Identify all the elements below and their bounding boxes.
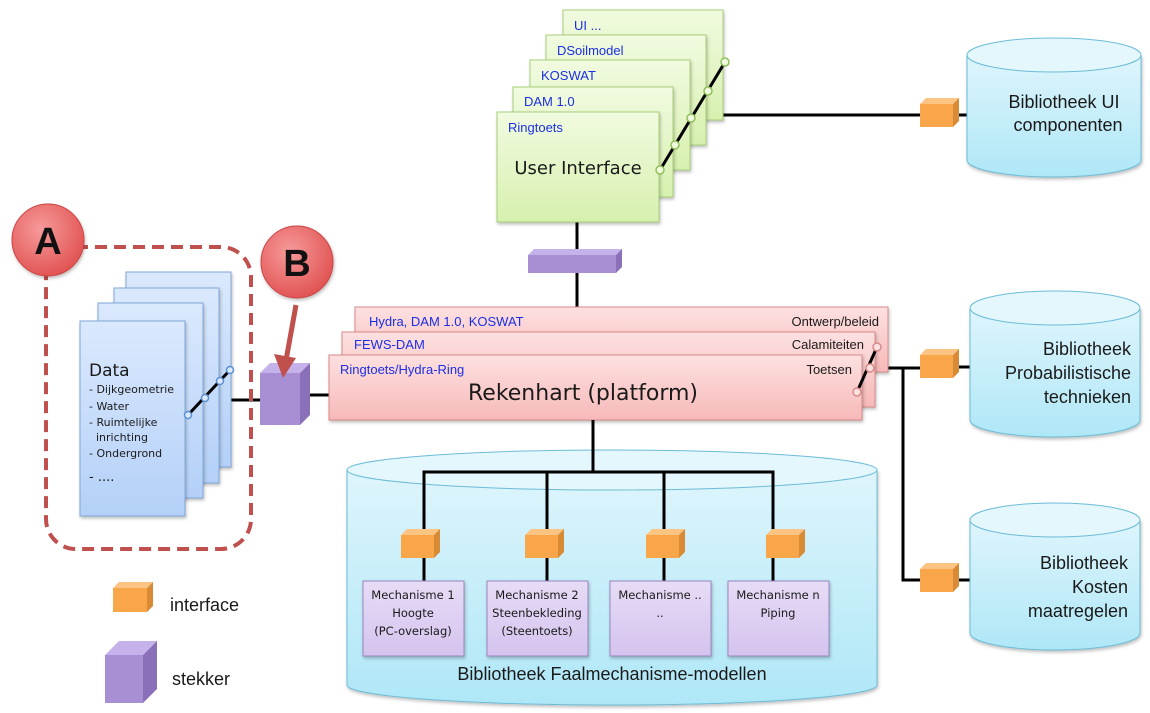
data-item: inrichting <box>96 431 148 444</box>
data-connector-dots <box>183 365 235 420</box>
rekenhart-layer-1-right: Toetsen <box>806 362 852 377</box>
rekenhart-stack: Hydra, DAM 1.0, KOSWAT Ontwerp/beleid FE… <box>328 306 889 421</box>
mechanism-3-line: Mechanisme .. <box>618 588 701 602</box>
data-item: - Water <box>89 400 129 413</box>
interface-icon[interactable] <box>766 529 805 558</box>
region-a-dashed-outline <box>44 245 253 551</box>
rekenhart-layer-3-left: Hydra, DAM 1.0, KOSWAT <box>369 314 524 329</box>
data-item: - Ondergrond <box>89 447 162 460</box>
ui-layer-4-label: DSoilmodel <box>557 43 624 58</box>
legend-interface-label: interface <box>170 595 239 615</box>
mechanism-2-line: Steenbekleding <box>492 606 582 620</box>
interface-icon[interactable] <box>525 529 564 558</box>
b-arrow-head <box>274 354 296 378</box>
interface-icon[interactable] <box>920 98 959 127</box>
prob-library-label: Bibliotheek <box>1043 339 1132 359</box>
mechanism-1-line: Mechanisme 1 <box>371 588 454 602</box>
interface-icon[interactable] <box>920 349 959 378</box>
ui-layer-1-label: Ringtoets <box>508 120 563 135</box>
interface-cubes <box>401 98 959 592</box>
mechanism-1-line: (PC-overslag) <box>374 624 451 638</box>
legend-stekker-label: stekker <box>172 669 230 689</box>
legend-interface-icon <box>113 582 153 612</box>
interface-icon[interactable] <box>401 529 440 558</box>
ui-library-cylinder[interactable]: Bibliotheek UI componenten <box>966 37 1142 178</box>
data-item: - Ruimtelijke <box>89 416 158 429</box>
kosten-library-cylinder[interactable]: Bibliotheek Kosten maatregelen <box>969 502 1141 651</box>
mechanism-1[interactable] <box>362 580 465 657</box>
faal-library-label: Bibliotheek Faalmechanisme-modellen <box>457 664 766 684</box>
rekenhart-title: Rekenhart (platform) <box>468 381 698 406</box>
faal-bus-overlay <box>422 420 775 582</box>
mechanism-2-line: Mechanisme 2 <box>495 588 578 602</box>
ui-connector-dots <box>655 57 730 175</box>
rekenhart-layer-1[interactable] <box>328 354 863 421</box>
mechanism-3[interactable] <box>609 580 712 657</box>
mechanism-3-line: .. <box>656 606 663 620</box>
mechanism-4-line: Piping <box>761 606 796 620</box>
prob-library-label: Probabilistische <box>1005 363 1131 383</box>
legend: interface stekker <box>105 582 239 703</box>
mechanism-boxes: Mechanisme 1 Hoogte (PC-overslag) Mechan… <box>362 580 830 657</box>
ui-library-label: Bibliotheek UI <box>1008 92 1119 112</box>
b-arrow-line <box>282 304 299 367</box>
mechanism-4-line: Mechanisme n <box>736 588 819 602</box>
ui-layer-5-label: UI ... <box>574 18 601 33</box>
marker-b-label: B <box>283 243 310 285</box>
ui-title: User Interface <box>514 158 641 179</box>
rekenhart-layer-3-right: Ontwerp/beleid <box>792 314 879 329</box>
kosten-library-label: maatregelen <box>1028 601 1128 621</box>
mechanism-1-line: Hoogte <box>392 606 434 620</box>
interface-icon[interactable] <box>920 563 959 592</box>
interface-icon[interactable] <box>646 529 685 558</box>
ui-layer-3-label: KOSWAT <box>541 68 596 83</box>
data-item: - Dijkgeometrie <box>89 383 174 396</box>
marker-a[interactable]: A <box>11 203 85 277</box>
mechanism-4[interactable] <box>727 580 830 657</box>
marker-a-label: A <box>34 221 61 263</box>
prob-library-cylinder[interactable]: Bibliotheek Probabilistische technieken <box>969 290 1141 438</box>
data-layer-1[interactable] <box>79 320 186 517</box>
rekenhart-to-kosten-line <box>901 368 935 582</box>
kosten-library-label: Bibliotheek <box>1040 553 1129 573</box>
rekenhart-connector-dots <box>852 342 882 397</box>
data-stack: Data - Dijkgeometrie - Water - Ruimtelij… <box>79 271 235 517</box>
kosten-library-label: Kosten <box>1072 577 1128 597</box>
prob-library-label: technieken <box>1044 387 1131 407</box>
data-title: Data <box>89 361 130 381</box>
data-diagonal-connector <box>186 368 232 417</box>
rekenhart-layer-2-left: FEWS-DAM <box>354 337 425 352</box>
mechanism-2[interactable] <box>486 580 589 657</box>
data-item: - .... <box>89 470 114 485</box>
ui-stekker-icon[interactable] <box>528 249 622 273</box>
data-stekker-icon[interactable] <box>260 363 310 425</box>
marker-b[interactable]: B <box>260 225 334 299</box>
ui-library-label: componenten <box>1013 115 1122 135</box>
rekenhart-layer-2-right: Calamiteiten <box>792 337 864 352</box>
mechanism-2-line: (Steentoets) <box>501 624 572 638</box>
ui-stack: UI ... DSoilmodel KOSWAT DAM 1.0 Ringtoe… <box>496 9 730 223</box>
legend-stekker-icon <box>105 641 157 703</box>
rekenhart-layer-1-left: Ringtoets/Hydra-Ring <box>340 362 464 377</box>
ui-layer-2-label: DAM 1.0 <box>524 94 575 109</box>
faal-library-cylinder: Bibliotheek Faalmechanisme-modellen <box>346 449 878 706</box>
